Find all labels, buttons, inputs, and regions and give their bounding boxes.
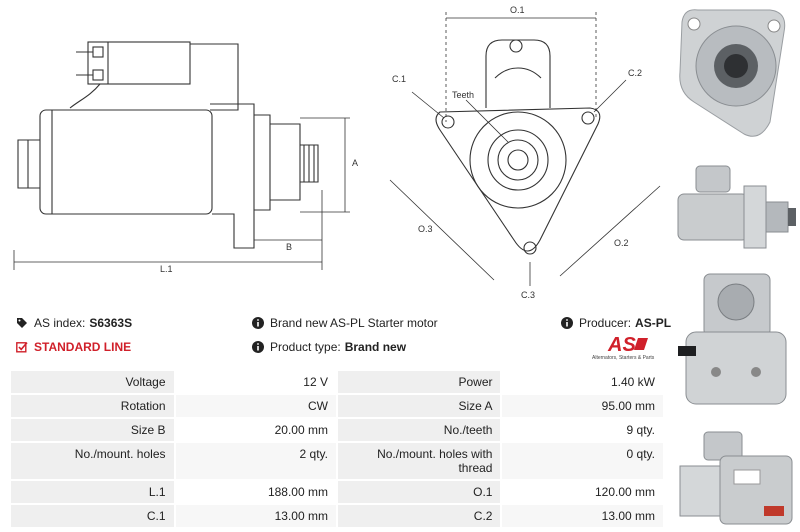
dim-label-c1: C.1 — [392, 74, 406, 84]
spec-label: O.1 — [337, 481, 501, 503]
spec-label: Size A — [337, 395, 501, 417]
solenoid-outline — [87, 41, 191, 85]
product-photo-front[interactable] — [674, 2, 798, 152]
product-type-label: Product type: — [270, 340, 341, 354]
spec-label: L.1 — [11, 481, 174, 503]
producer-row: Producer: AS-PL — [561, 316, 671, 330]
spec-value: 2 qty. — [175, 443, 336, 479]
as-pl-logo: AS Alternators, Starters & Parts — [588, 332, 662, 362]
description-text: Brand new AS-PL Starter motor — [270, 316, 438, 330]
dim-label-b: B — [286, 242, 292, 252]
spec-value: 0 qty. — [502, 443, 663, 479]
standard-line-label: STANDARD LINE — [34, 340, 132, 354]
spec-label: Power — [337, 371, 501, 393]
spec-label: No./mount. holes — [11, 443, 174, 479]
spec-label: C.1 — [11, 505, 174, 527]
dim-label-c2: C.2 — [628, 68, 642, 78]
dim-label-teeth: Teeth — [452, 90, 474, 100]
spec-label: No./teeth — [337, 419, 501, 441]
spec-label: No./mount. holes with thread — [337, 443, 501, 479]
spec-value: 9 qty. — [502, 419, 663, 441]
spec-value: 12 V — [175, 371, 336, 393]
info-icon — [252, 317, 264, 329]
spec-value: 13.00 mm — [175, 505, 336, 527]
producer-value: AS-PL — [635, 316, 672, 330]
product-photo-strip — [672, 0, 800, 532]
dim-label-c3: C.3 — [521, 290, 535, 300]
info-icon — [252, 341, 264, 353]
product-info: AS index: S6363S Brand new AS-PL Starter… — [16, 312, 671, 366]
dim-label-l1: L.1 — [160, 264, 173, 274]
as-index-value: S6363S — [89, 316, 133, 330]
spec-value: 95.00 mm — [502, 395, 663, 417]
flange-outline — [435, 107, 601, 252]
dim-label-o3: O.3 — [418, 224, 433, 234]
spec-value: 13.00 mm — [502, 505, 663, 527]
product-photo-side-2[interactable] — [674, 426, 798, 530]
logo-tagline: Alternators, Starters & Parts — [592, 355, 655, 361]
spec-value: 20.00 mm — [175, 419, 336, 441]
as-index-label: AS index: — [34, 316, 86, 330]
spec-value: 1.40 kW — [502, 371, 663, 393]
product-photo-side[interactable] — [674, 158, 798, 254]
as-index-row: AS index: S6363S — [16, 316, 132, 330]
dim-label-o2: O.2 — [614, 238, 629, 248]
spec-label: Size B — [11, 419, 174, 441]
spec-label: Rotation — [11, 395, 174, 417]
standard-line-row: STANDARD LINE — [16, 340, 131, 354]
spec-label: Voltage — [11, 371, 174, 393]
info-icon — [561, 317, 573, 329]
spec-value: 188.00 mm — [175, 481, 336, 503]
dim-label-o1: O.1 — [510, 5, 525, 15]
spec-value: 120.00 mm — [502, 481, 663, 503]
logo-mark: AS — [607, 334, 636, 356]
tag-icon — [17, 318, 27, 328]
product-type-value: Brand new — [344, 340, 407, 354]
description-row: Brand new AS-PL Starter motor — [252, 316, 438, 330]
product-photo-rear[interactable] — [674, 262, 798, 420]
spec-value: CW — [175, 395, 336, 417]
producer-label: Producer: — [579, 316, 632, 330]
motor-body-outline — [39, 109, 213, 215]
product-type-row: Product type: Brand new — [252, 340, 406, 354]
technical-drawing: L.1 B A O.1 O.3 O.2 C.1 C.2 C.3 Teeth — [13, 5, 661, 300]
dim-label-a: A — [352, 158, 358, 168]
spec-label: C.2 — [337, 505, 501, 527]
check-square-icon — [16, 342, 28, 353]
